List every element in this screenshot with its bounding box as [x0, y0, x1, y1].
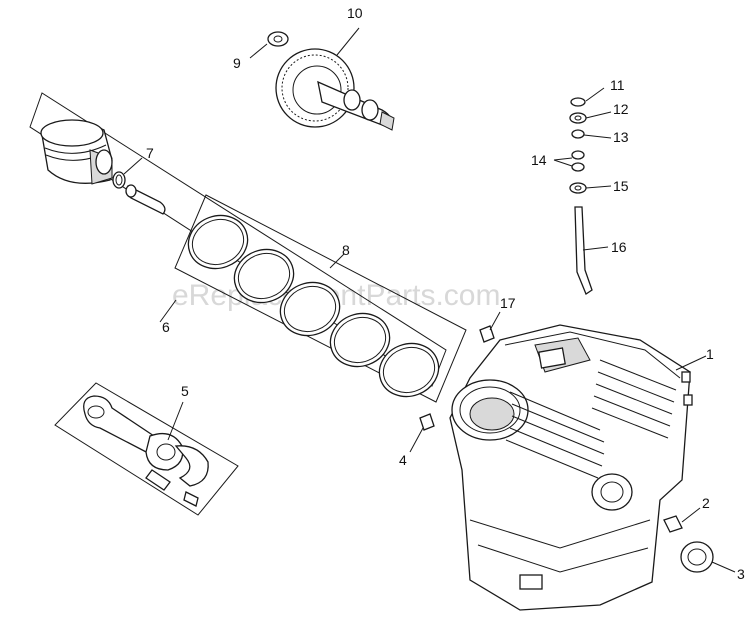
callout-numbers: 1 2 3 4 5 6 7 8 9 10 11 12 13 14 15 16 1…: [146, 5, 745, 582]
callout-5: 5: [181, 383, 189, 399]
connecting-rod: [83, 395, 209, 507]
callout-4: 4: [399, 452, 407, 468]
oil-drain-plug: [663, 515, 683, 533]
callout-8: 8: [342, 242, 350, 258]
piston-group-outline: [29, 92, 447, 387]
callout-9: 9: [233, 55, 241, 71]
piston: [40, 119, 113, 185]
dowel-pin: [419, 413, 435, 431]
valve-keepers: [570, 97, 586, 107]
callout-17: 17: [500, 295, 516, 311]
callout-13: 13: [613, 129, 629, 145]
callout-2: 2: [702, 495, 710, 511]
callout-15: 15: [613, 178, 629, 194]
camshaft-shim: [267, 31, 289, 47]
leader-lines: [123, 27, 736, 573]
breather-tube: [574, 206, 593, 295]
callout-6: 6: [162, 319, 170, 335]
valve-retainer: [569, 182, 587, 194]
oil-seal: [680, 541, 714, 573]
callout-14: 14: [531, 152, 547, 168]
piston-ring-set: [187, 214, 440, 398]
callout-10: 10: [347, 5, 363, 21]
plug: [479, 325, 495, 343]
piston-pin: [125, 184, 166, 215]
crankcase: [449, 324, 693, 611]
valve-seals: [571, 150, 585, 172]
callout-1: 1: [706, 346, 714, 362]
piston-ring-set-outline: [174, 194, 467, 403]
valve-cap: [569, 112, 587, 124]
callout-7: 7: [146, 145, 154, 161]
callout-12: 12: [613, 101, 629, 117]
valve-washer: [571, 129, 585, 139]
camshaft: [275, 48, 395, 131]
callout-3: 3: [737, 566, 745, 582]
callout-16: 16: [611, 239, 627, 255]
piston-pin-retainer: [112, 171, 126, 189]
connecting-rod-outline: [54, 382, 239, 516]
callout-11: 11: [610, 77, 625, 93]
